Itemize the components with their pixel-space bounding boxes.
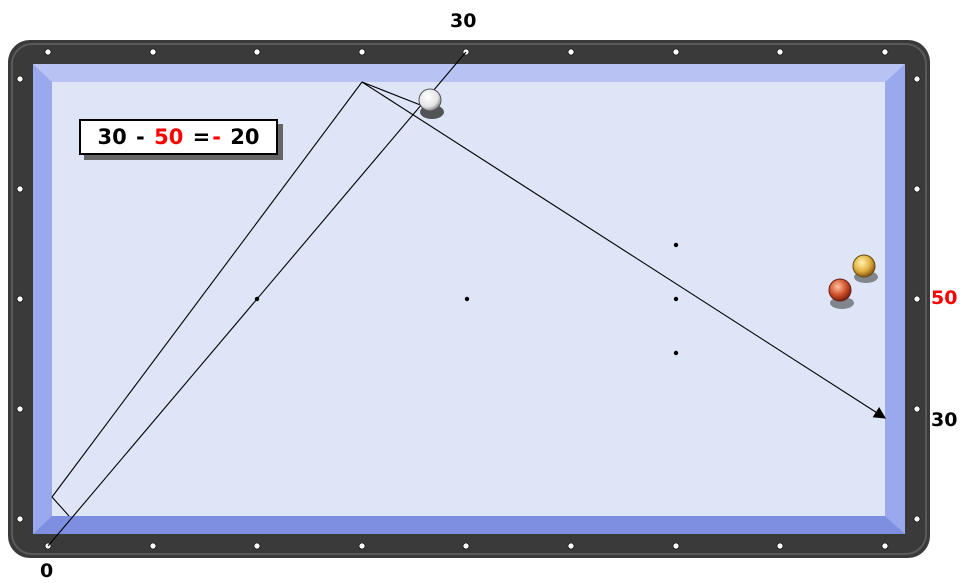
diamond-marker [882,543,888,549]
diamond-marker [45,49,51,55]
diamond-marker [914,406,920,412]
cushion-bevel-top [33,64,905,82]
formula-result: 20 [230,125,259,149]
diamond-marker [359,543,365,549]
spot [465,297,469,301]
diamond-marker [254,49,260,55]
diamond-marker [914,186,920,192]
label-right-diamond-lower: 30 [931,411,957,430]
diamond-marker [777,543,783,549]
diamond-marker [17,406,23,412]
diamond-marker [914,296,920,302]
spot [674,297,678,301]
label-right-diamond-upper: 50 [931,289,957,308]
diamond-marker [17,76,23,82]
diamond-marker [463,543,469,549]
diamond-marker [673,543,679,549]
diamond-marker [914,516,920,522]
diamond-marker [568,49,574,55]
diamond-marker [777,49,783,55]
diamond-marker [17,516,23,522]
formula-negative-sign: - [212,125,228,149]
diamond-marker [254,543,260,549]
formula-box: 30 - 50 = - 20 [79,119,278,155]
diamond-marker [150,543,156,549]
diamond-marker [914,76,920,82]
formula-minus: - [129,125,152,149]
formula-first: 30 [98,125,127,149]
spot [674,351,678,355]
diamond-marker [673,49,679,55]
label-top-diamond: 30 [450,12,476,31]
formula-equals: = [185,125,210,149]
cushion-bevel-bottom [33,516,905,534]
formula-second: 50 [154,125,183,149]
diamond-marker [568,543,574,549]
spot [674,243,678,247]
label-bottom-left-corner: 0 [40,562,53,581]
diamond-marker [882,49,888,55]
diamond-marker [150,49,156,55]
diamond-marker [359,49,365,55]
diamond-marker [17,186,23,192]
diamond-marker [17,296,23,302]
